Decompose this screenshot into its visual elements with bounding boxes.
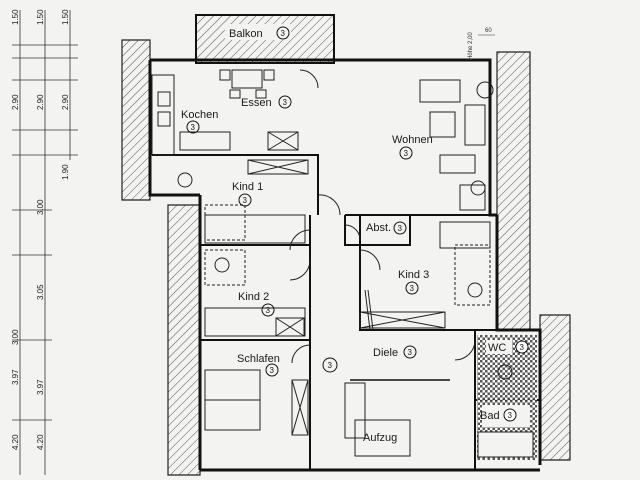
marker-kind2: 3: [261, 303, 275, 317]
room-schlafen: Schlafen: [237, 353, 280, 365]
svg-text:3: 3: [508, 411, 513, 420]
room-kind3: Kind 3: [398, 269, 429, 281]
svg-text:3: 3: [520, 343, 525, 352]
dim-col2-0: 1.50: [36, 9, 45, 25]
svg-text:3: 3: [270, 366, 275, 375]
svg-text:3: 3: [328, 361, 333, 370]
marker-kind3: 3: [405, 281, 419, 295]
room-kind1: Kind 1: [232, 181, 263, 193]
svg-text:3: 3: [266, 306, 271, 315]
marker-bad: 3: [503, 408, 517, 422]
dim-col2-13: 4.20: [36, 434, 45, 450]
marker-stair: 3: [322, 357, 338, 373]
dim-col2-11: 3.97: [36, 379, 45, 395]
marker-balkon: 3: [276, 26, 290, 40]
dim-col2-3: 2.90: [36, 94, 45, 110]
svg-text:3: 3: [283, 98, 288, 107]
dim-col2-9: 3.05: [36, 284, 45, 300]
svg-text:3: 3: [281, 29, 286, 38]
room-kochen: Kochen: [181, 109, 218, 121]
room-wc: WC: [488, 342, 506, 354]
svg-text:3: 3: [408, 348, 413, 357]
dim-col1-15: 3.97: [11, 369, 20, 385]
room-diele: Diele: [373, 347, 398, 359]
marker-essen: 3: [278, 95, 292, 109]
dim-col1-9: 3.00: [11, 329, 20, 345]
marker-kochen: 3: [186, 120, 200, 134]
marker-wohnen: 3: [399, 146, 413, 160]
height-note: Höhe 2,00: [468, 32, 474, 60]
bathroom-tiles: [477, 335, 537, 460]
room-labels: Balkon Essen Kochen Wohnen Kind 1 Abst. …: [181, 28, 506, 444]
room-bad: Bad: [480, 410, 500, 422]
svg-text:3: 3: [410, 284, 415, 293]
marker-schlafen: 3: [265, 363, 279, 377]
dimension-labels: 1.50 2.90 3.00 3.97 4.20 1.50 2.90 3.00 …: [11, 9, 70, 450]
svg-text:3: 3: [404, 149, 409, 158]
height-annotation: Höhe 2,00 60: [468, 28, 495, 60]
marker-diele: 3: [403, 345, 417, 359]
room-essen: Essen: [241, 97, 272, 109]
dimension-lines: [12, 10, 78, 475]
room-kind2: Kind 2: [238, 291, 269, 303]
dim-col3-5: 1.90: [61, 164, 70, 180]
height-dim: 60: [485, 28, 492, 34]
doors: [289, 69, 476, 364]
room-abst: Abst.: [366, 222, 391, 234]
dim-col3-3: 2.90: [61, 94, 70, 110]
dim-col1-3: 2.90: [11, 94, 20, 110]
svg-text:3: 3: [191, 123, 196, 132]
dim-col1-0: 1.50: [11, 9, 20, 25]
svg-text:3: 3: [243, 196, 248, 205]
marker-wc: 3: [515, 340, 529, 354]
furniture: [151, 69, 494, 457]
dim-col1-17: 4.20: [11, 434, 20, 450]
marker-abst: 3: [393, 221, 407, 235]
room-aufzug: Aufzug: [363, 432, 397, 444]
dim-col2-7: 3.00: [36, 199, 45, 215]
balcony: [195, 14, 335, 64]
room-markers: 3 3 3 3 3 3 3 3 3 3 3 3 3: [186, 26, 529, 422]
dim-col3-0: 1.50: [61, 9, 70, 25]
marker-kind1: 3: [238, 193, 252, 207]
room-balkon: Balkon: [229, 28, 263, 40]
room-wohnen: Wohnen: [392, 134, 433, 146]
svg-text:3: 3: [398, 224, 403, 233]
